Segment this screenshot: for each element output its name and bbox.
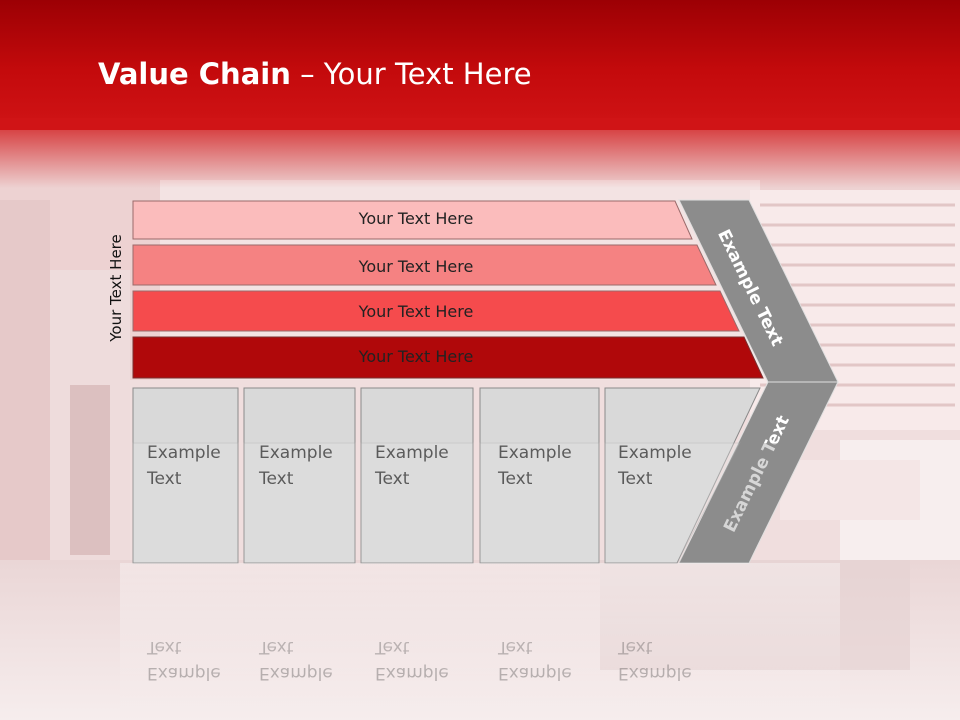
primary-box-4-line2: Text xyxy=(497,469,533,489)
reflection: Example xyxy=(132,442,800,564)
support-row-3-label: Your Text Here xyxy=(358,302,474,321)
primary-boxes: Example Text Example Text Example Text E… xyxy=(132,387,761,564)
primary-box-2-line2: Text xyxy=(258,469,294,489)
support-row-1-label: Your Text Here xyxy=(358,209,474,228)
reflection-box-1 xyxy=(132,442,239,564)
primary-box-1 xyxy=(132,387,239,564)
support-row-1-shape xyxy=(132,200,693,240)
support-row-2-label: Your Text Here xyxy=(358,257,474,276)
page-title: Value Chain – Your Text Here xyxy=(98,55,532,93)
support-row-4-shape xyxy=(132,336,764,379)
primary-box-2-line1: Example xyxy=(259,443,333,463)
title-rest: – Your Text Here xyxy=(290,57,532,91)
primary-box-5-line1: Example xyxy=(618,443,692,463)
support-row-4-label: Your Text Here xyxy=(358,347,474,366)
support-row-3-shape xyxy=(132,290,740,332)
reflection-box-4 xyxy=(479,442,600,564)
margin-chevron: Example Text Example Text xyxy=(678,199,839,564)
side-label: Your Text Here xyxy=(107,234,125,342)
primary-box-3 xyxy=(360,387,474,564)
title-bold: Value Chain xyxy=(98,57,291,91)
reflection-chevron xyxy=(679,443,800,563)
primary-box-4-line1: Example xyxy=(498,443,572,463)
reflection-box-3 xyxy=(360,442,474,564)
support-row-2-shape xyxy=(132,244,717,286)
reflection-box-2 xyxy=(243,442,356,564)
primary-box-3-line2: Text xyxy=(374,469,410,489)
primary-box-2 xyxy=(243,387,356,564)
header-bar xyxy=(0,0,960,130)
primary-box-1-line1: Example xyxy=(147,443,221,463)
header-fade xyxy=(0,118,960,188)
primary-box-3-line1: Example xyxy=(375,443,449,463)
primary-box-5-line2: Text xyxy=(617,469,653,489)
reflection-fade xyxy=(120,563,840,720)
support-rows: Your Text Here Your Text Here Your Text … xyxy=(132,200,764,379)
primary-box-4 xyxy=(479,387,600,564)
primary-box-1-line2: Text xyxy=(146,469,182,489)
